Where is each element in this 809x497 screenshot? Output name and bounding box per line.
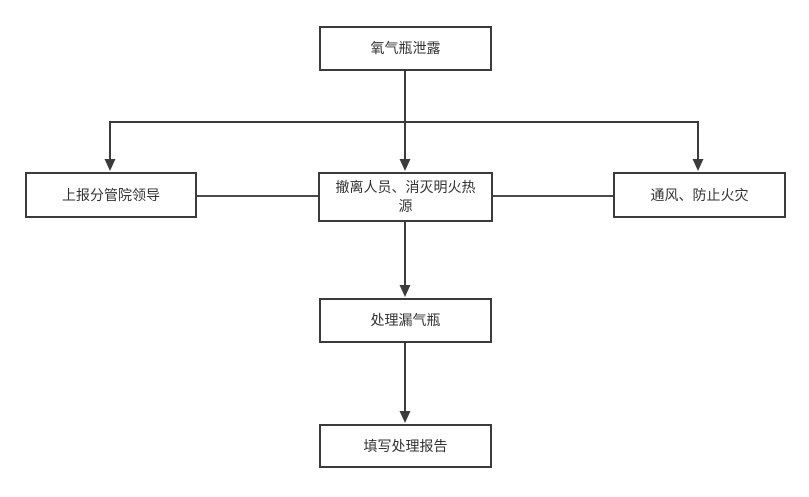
node-report-leaders: 上报分管院领导 — [25, 172, 197, 218]
node-ventilate-prevent-fire: 通风、防止火灾 — [613, 172, 786, 218]
node-handle-leaking-cylinder-label: 处理漏气瓶 — [370, 312, 441, 328]
node-fill-report: 填写处理报告 — [319, 424, 492, 468]
node-ventilate-prevent-fire-label: 通风、防止火灾 — [650, 186, 749, 203]
arrowhead-evacuate — [399, 159, 411, 171]
node-report-leaders-label: 上报分管院领导 — [62, 186, 160, 203]
node-oxygen-leak-label: 氧气瓶泄露 — [370, 40, 441, 56]
node-fill-report-label: 填写处理报告 — [363, 437, 448, 454]
arrowhead-handle — [399, 285, 411, 297]
node-evacuate-extinguish-label: 撤离人员、消灭明火热源 — [335, 179, 476, 214]
arrowhead-report — [104, 159, 116, 171]
node-handle-leaking-cylinder: 处理漏气瓶 — [319, 298, 492, 343]
node-evacuate-extinguish: 撤离人员、消灭明火热源 — [318, 172, 493, 222]
arrowhead-ventilate — [692, 159, 704, 171]
node-oxygen-leak: 氧气瓶泄露 — [319, 26, 492, 71]
arrowhead-fillreport — [399, 411, 411, 423]
